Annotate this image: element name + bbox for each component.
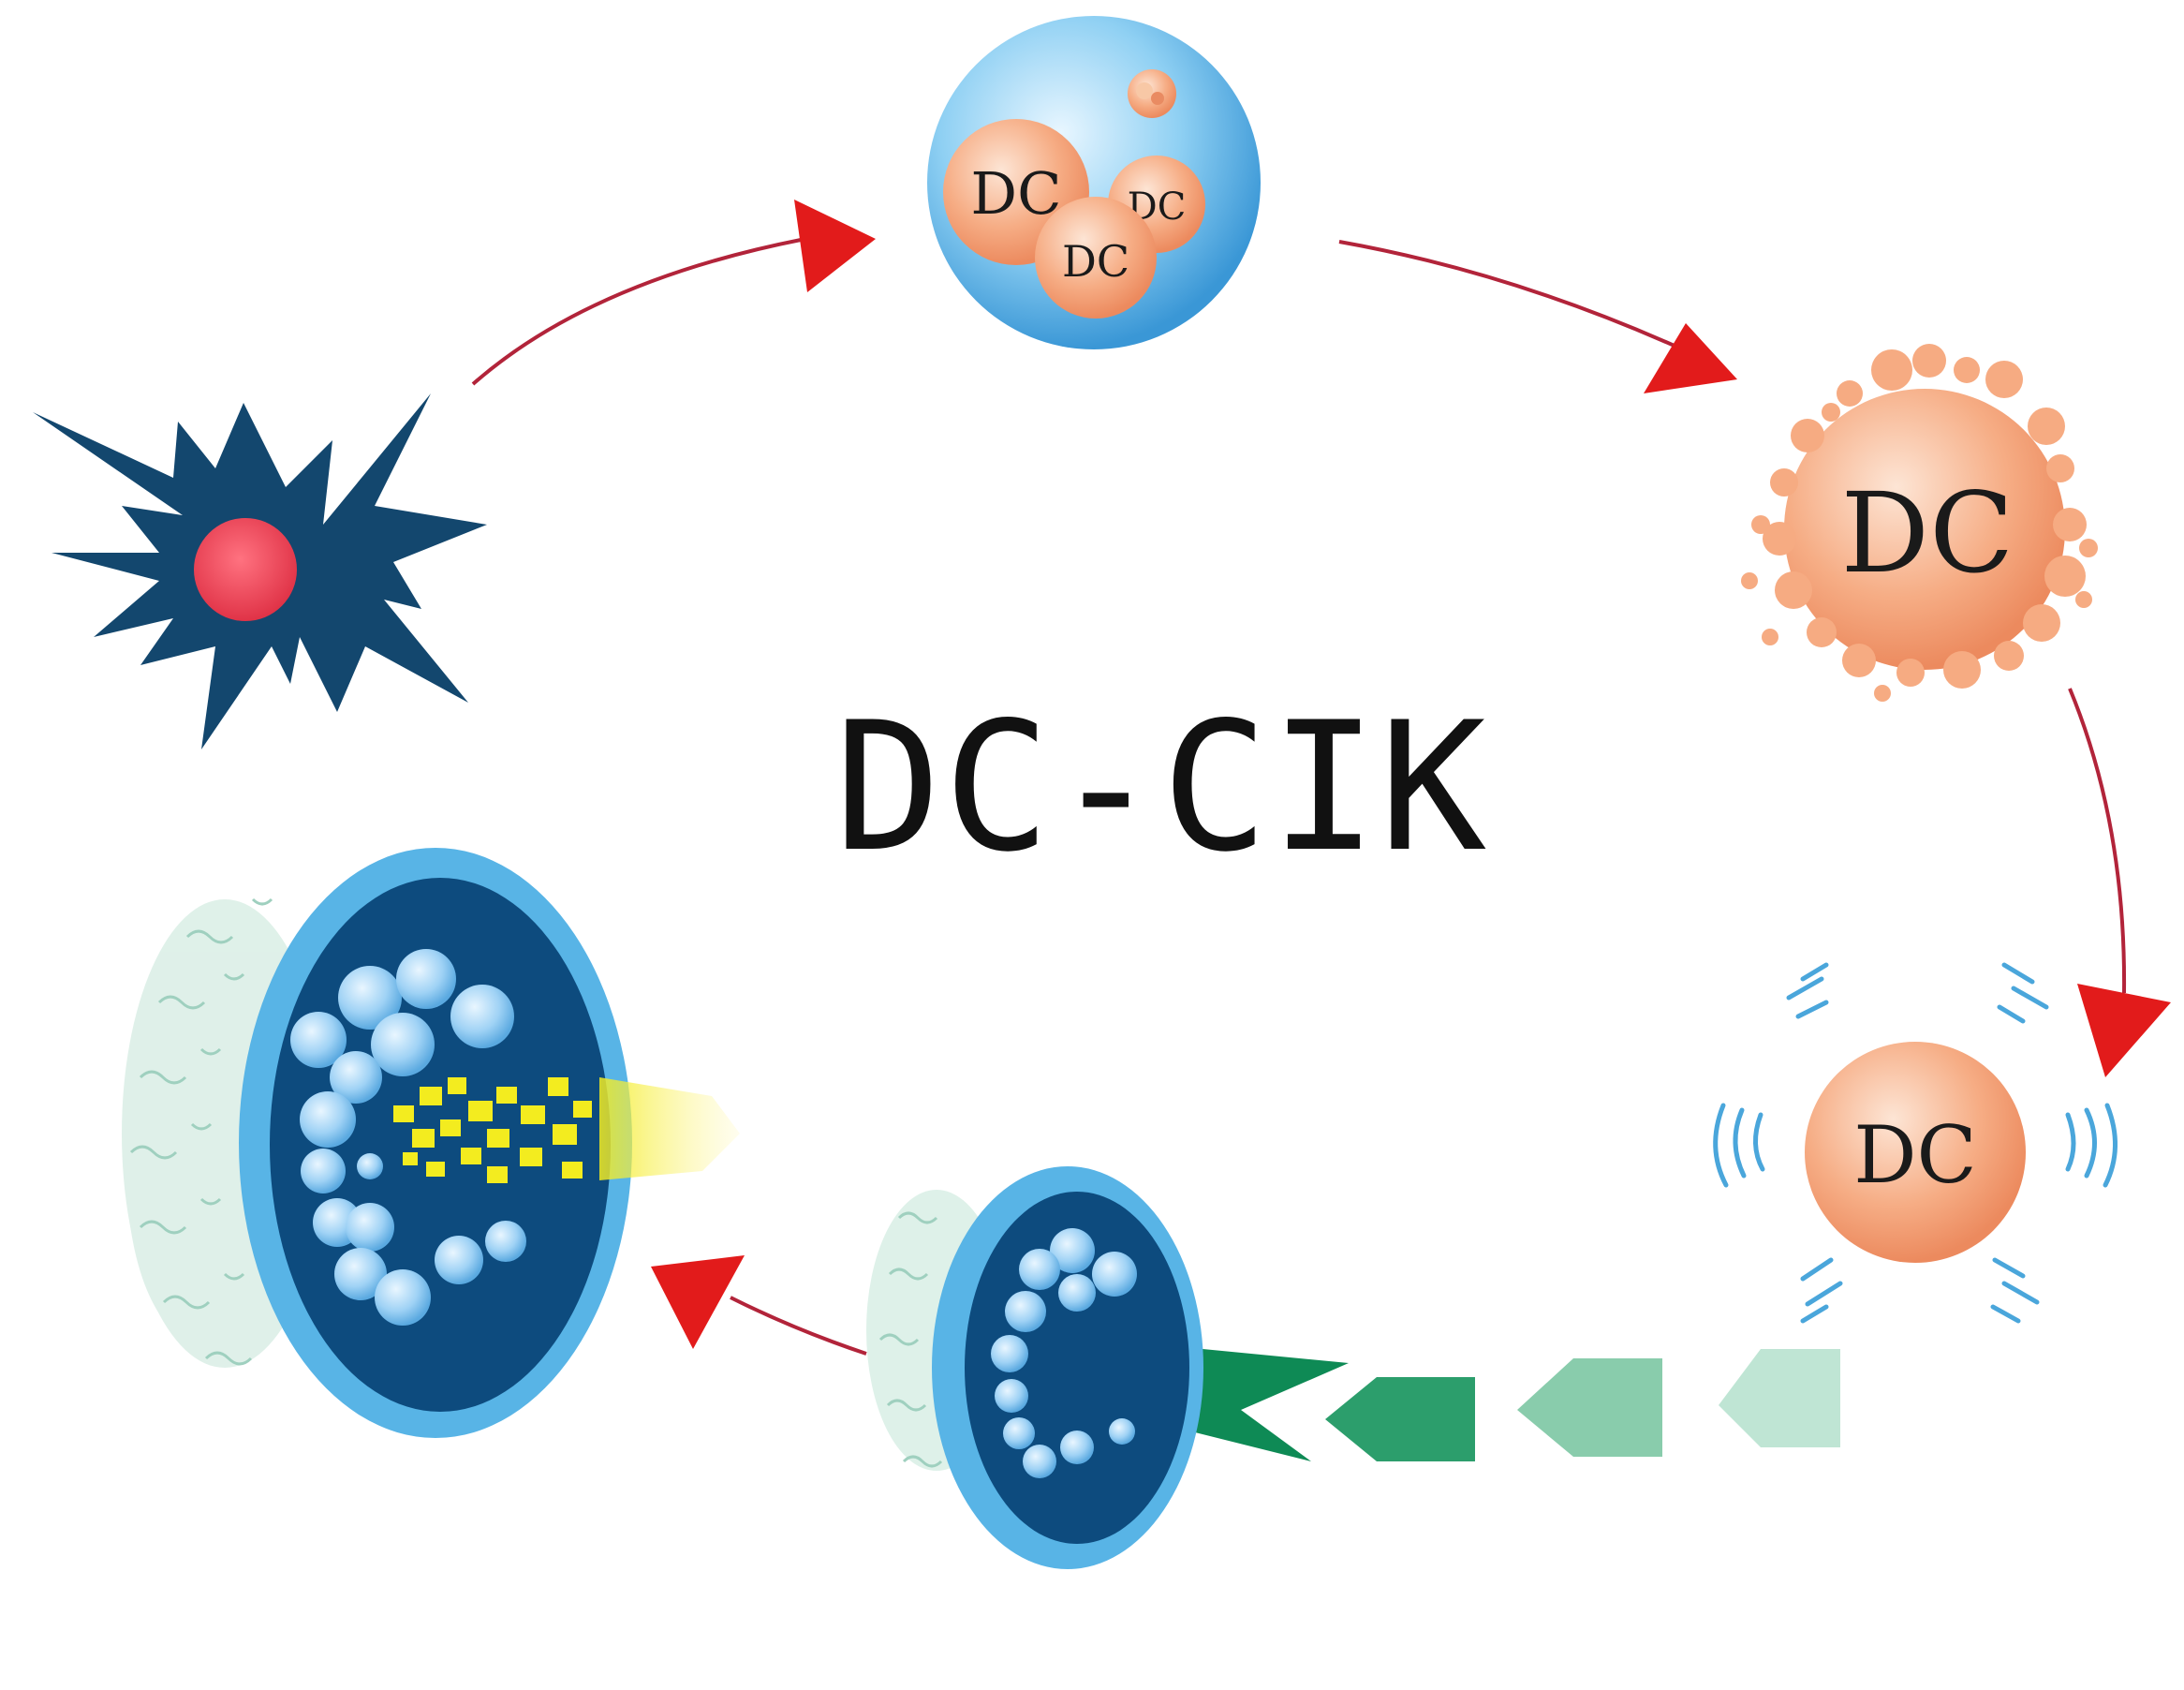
lysed-tumor-cell-icon [122, 848, 740, 1438]
dc-activated-label: DC [1853, 1109, 1977, 1201]
dc-small-label-1: DC [970, 159, 1061, 228]
dc-mature-label: DC [1841, 468, 2014, 598]
culture-dish-icon [927, 16, 1261, 349]
arrow-cik-to-lysis [651, 1255, 867, 1356]
arrow-culture-to-dc [1338, 240, 1737, 393]
activated-dc-icon: DC [1713, 962, 2118, 1324]
tumor-cell-icon [33, 393, 487, 749]
arrow-tumor-to-culture [471, 200, 876, 386]
arrow-dc-to-activated [2068, 688, 2171, 1077]
dendritic-cell-icon: DC [1741, 344, 2098, 702]
cik-cell-icon [866, 1166, 1203, 1569]
dc-small-cell-2: DC [1035, 197, 1157, 319]
yellow-burst [393, 1077, 592, 1183]
dc-small-label-2: DC [1062, 236, 1129, 287]
diagram-title: DC-CIK [834, 683, 1489, 891]
